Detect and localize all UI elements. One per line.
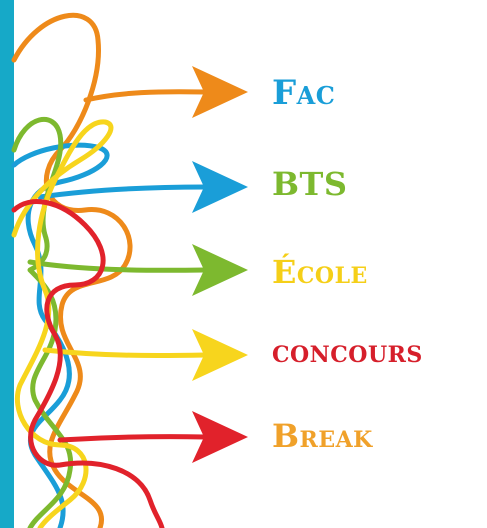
arrow-orange-icon xyxy=(192,66,248,118)
orange-arrow-shaft xyxy=(83,89,208,103)
red-scribble xyxy=(11,199,165,528)
arrow-yellow-icon xyxy=(192,329,248,381)
arrow-red-icon xyxy=(192,411,248,463)
side-bar xyxy=(0,0,14,528)
blue-arrow-shaft xyxy=(37,184,208,200)
arrow-blue-icon xyxy=(192,161,248,213)
red-arrow-shaft xyxy=(57,434,208,443)
label-bts: BTS xyxy=(272,165,348,203)
orange-scribble xyxy=(11,12,133,528)
label-concours: concours xyxy=(272,332,423,370)
arrow-green-icon xyxy=(192,244,248,296)
label-fac: Fac xyxy=(272,73,336,113)
yellow-arrow-shaft xyxy=(42,347,208,358)
label-ecole: École xyxy=(272,253,368,291)
green-arrow-shaft xyxy=(27,259,208,273)
label-break: Break xyxy=(272,417,373,455)
